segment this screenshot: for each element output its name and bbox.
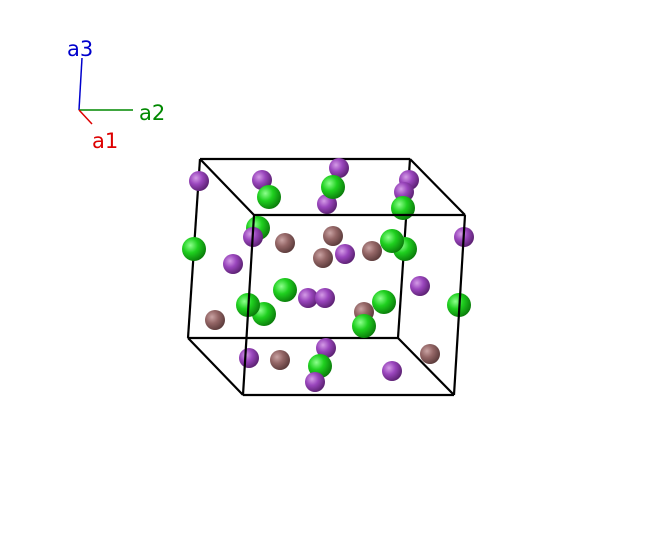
purple-atom: [189, 171, 209, 191]
purple-atom: [420, 344, 440, 364]
axis-triad: a3 a2 a1: [67, 37, 165, 153]
purple-atom: [239, 348, 259, 368]
purple-atom: [329, 158, 349, 178]
a1-axis-line: [78, 109, 93, 125]
purple-atom: [305, 372, 325, 392]
green-atom: [273, 278, 297, 302]
brown-atom: [205, 310, 225, 330]
purple-atom: [316, 338, 336, 358]
purple-atom: [317, 194, 337, 214]
atoms: [182, 158, 474, 392]
purple-atom: [410, 276, 430, 296]
a3-axis-label: a3: [67, 37, 93, 61]
green-atom: [352, 314, 376, 338]
green-atom: [391, 196, 415, 220]
green-atom: [182, 237, 206, 261]
brown-atom: [270, 350, 290, 370]
brown-atom: [313, 248, 333, 268]
brown-atom: [323, 226, 343, 246]
purple-atom: [252, 170, 272, 190]
green-atom: [308, 354, 332, 378]
a2-axis-label: a2: [139, 101, 165, 125]
a3-axis-line: [78, 57, 83, 111]
purple-atom: [382, 361, 402, 381]
unit-cell-back-edges: [186, 157, 412, 396]
green-atom: [380, 229, 404, 253]
green-atom: [257, 185, 281, 209]
brown-atom: [362, 241, 382, 261]
purple-atom: [223, 254, 243, 274]
green-atom: [372, 290, 396, 314]
a1-axis-label: a1: [92, 129, 118, 153]
purple-atom: [298, 288, 318, 308]
unit-cell-front-edges: [241, 158, 467, 397]
purple-atom: [335, 244, 355, 264]
purple-atom: [315, 288, 335, 308]
green-atom: [321, 175, 345, 199]
brown-atom: [275, 233, 295, 253]
